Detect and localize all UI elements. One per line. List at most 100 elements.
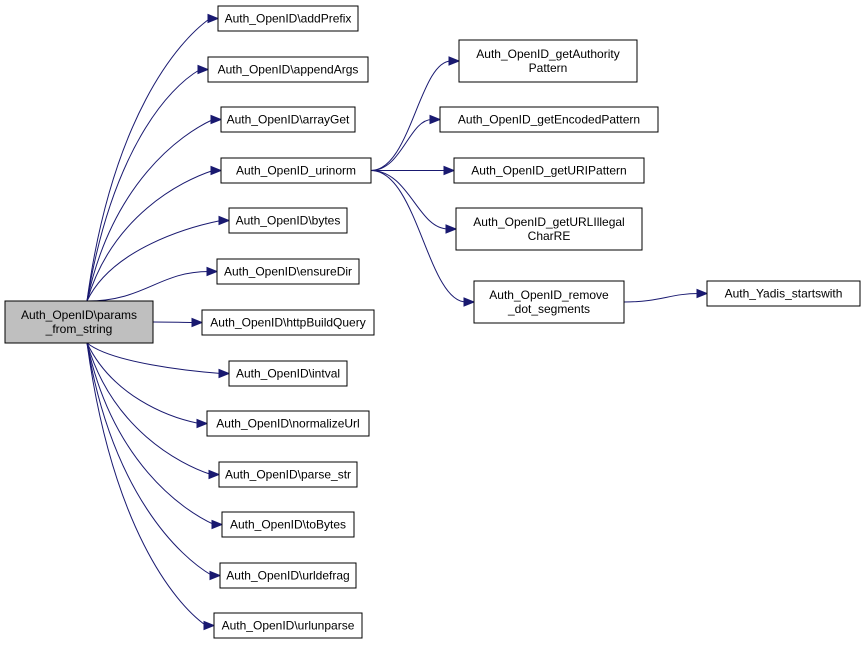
node-getURIPattern[interactable]: Auth_OpenID_getURIPattern <box>453 157 645 184</box>
arrowhead <box>210 165 223 176</box>
arrowhead <box>218 368 231 379</box>
arrowhead <box>206 266 219 277</box>
node-label: Pattern <box>529 61 568 75</box>
node-box <box>221 511 355 538</box>
node-label: Auth_OpenID\httpBuildQuery <box>210 316 365 330</box>
node-label: Auth_OpenID_getURIPattern <box>471 164 626 178</box>
node-arrayGet[interactable]: Auth_OpenID\arrayGet <box>220 106 356 133</box>
node-label: Auth_OpenID\appendArgs <box>218 63 359 77</box>
node-appendArgs[interactable]: Auth_OpenID\appendArgs <box>207 56 369 83</box>
node-bytes[interactable]: Auth_OpenID\bytes <box>228 207 348 234</box>
node-label: CharRE <box>528 229 571 243</box>
node-parse_str[interactable]: Auth_OpenID\parse_str <box>218 461 358 488</box>
node-urlunparse[interactable]: Auth_OpenID\urlunparse <box>213 612 363 639</box>
node-label: Auth_OpenID\urldefrag <box>226 569 349 583</box>
node-box <box>207 56 369 83</box>
node-label: Auth_OpenID\intval <box>236 367 340 381</box>
edge-root-to-urinorm <box>86 170 214 302</box>
node-label: Auth_OpenID\toBytes <box>230 518 346 532</box>
arrowhead <box>211 519 224 530</box>
edge-root-to-normalizeUrl <box>86 342 200 424</box>
node-box <box>228 207 348 234</box>
edge-root-to-addPrefix <box>86 18 211 302</box>
edge-root-to-appendArgs <box>86 69 201 302</box>
edge-root-to-ensureDir <box>86 271 210 302</box>
arrowhead <box>196 418 209 429</box>
edge-urinorm-to-getEncodedPattern <box>370 119 433 171</box>
node-label: Auth_OpenID\normalizeUrl <box>216 417 359 431</box>
edge-root-to-bytes <box>86 220 222 302</box>
arrowhead <box>210 114 223 125</box>
node-box <box>213 612 363 639</box>
node-box <box>219 562 357 589</box>
node-httpBuildQuery[interactable]: Auth_OpenID\httpBuildQuery <box>201 309 375 336</box>
edge-urinorm-to-removeDotSegments <box>370 170 467 303</box>
node-box <box>473 280 625 324</box>
node-getEncodedPattern[interactable]: Auth_OpenID_getEncodedPattern <box>439 106 659 133</box>
node-label: Auth_OpenID_getURLIllegal <box>473 215 624 229</box>
edge-root-to-urlunparse <box>86 342 207 626</box>
node-intval[interactable]: Auth_OpenID\intval <box>228 360 348 387</box>
node-label: Auth_OpenID\addPrefix <box>225 12 352 26</box>
node-startswith[interactable]: Auth_Yadis_startswith <box>706 280 861 307</box>
node-label: Auth_OpenID\bytes <box>236 214 341 228</box>
arrowhead <box>191 317 204 328</box>
node-box <box>228 360 348 387</box>
node-toBytes[interactable]: Auth_OpenID\toBytes <box>221 511 355 538</box>
node-normalizeUrl[interactable]: Auth_OpenID\normalizeUrl <box>206 410 370 437</box>
arrowhead <box>218 215 231 226</box>
node-box <box>439 106 659 133</box>
edge-root-to-toBytes <box>86 342 215 525</box>
node-addPrefix[interactable]: Auth_OpenID\addPrefix <box>217 5 359 32</box>
node-box <box>218 461 358 488</box>
node-urldefrag[interactable]: Auth_OpenID\urldefrag <box>219 562 357 589</box>
node-label: Auth_OpenID\urlunparse <box>222 619 355 633</box>
node-root[interactable]: Auth_OpenID\params_from_string <box>4 300 154 344</box>
node-label: Auth_Yadis_startswith <box>725 287 843 301</box>
node-box <box>706 280 861 307</box>
node-ensureDir[interactable]: Auth_OpenID\ensureDir <box>216 258 360 285</box>
node-label: Auth_OpenID_urinorm <box>236 164 356 178</box>
arrowhead <box>209 570 222 581</box>
node-box <box>220 157 372 184</box>
node-box <box>216 258 360 285</box>
edge-urinorm-to-getURLIllegalCharRE <box>370 170 449 230</box>
node-removeDotSegments[interactable]: Auth_OpenID_remove_dot_segments <box>473 280 625 324</box>
node-label: Auth_OpenID\parse_str <box>225 468 351 482</box>
node-box <box>201 309 375 336</box>
arrowhead <box>448 56 461 66</box>
edge-root-to-httpBuildQuery <box>152 321 195 323</box>
node-urinorm[interactable]: Auth_OpenID_urinorm <box>220 157 372 184</box>
node-box <box>455 207 643 251</box>
node-label: Auth_OpenID_remove <box>489 288 609 302</box>
node-label: Auth_OpenID_getEncodedPattern <box>458 113 640 127</box>
edges-layer <box>86 13 709 631</box>
nodes-layer: Auth_OpenID\params_from_stringAuth_OpenI… <box>4 5 861 639</box>
arrowhead <box>197 64 210 75</box>
arrowhead <box>443 165 456 176</box>
arrowhead <box>463 297 476 307</box>
arrowhead <box>429 114 442 125</box>
node-box <box>453 157 645 184</box>
node-box <box>206 410 370 437</box>
edge-root-to-intval <box>86 342 222 374</box>
arrowhead <box>445 224 458 234</box>
arrowhead <box>207 13 220 24</box>
edge-root-to-arrayGet <box>86 119 214 302</box>
edge-removeDotSegments-to-startswith <box>623 293 700 303</box>
edge-root-to-urldefrag <box>86 342 213 576</box>
node-box <box>458 39 638 83</box>
node-box <box>4 300 154 344</box>
arrowhead <box>696 288 709 299</box>
node-label: Auth_OpenID\arrayGet <box>227 113 350 127</box>
node-label: Auth_OpenID_getAuthority <box>476 47 619 61</box>
node-label: _from_string <box>45 322 113 336</box>
node-label: _dot_segments <box>507 302 590 316</box>
node-box <box>220 106 356 133</box>
edge-urinorm-to-getAuthorityPattern <box>370 60 452 171</box>
node-label: Auth_OpenID\ensureDir <box>224 265 352 279</box>
arrowhead <box>203 620 216 631</box>
